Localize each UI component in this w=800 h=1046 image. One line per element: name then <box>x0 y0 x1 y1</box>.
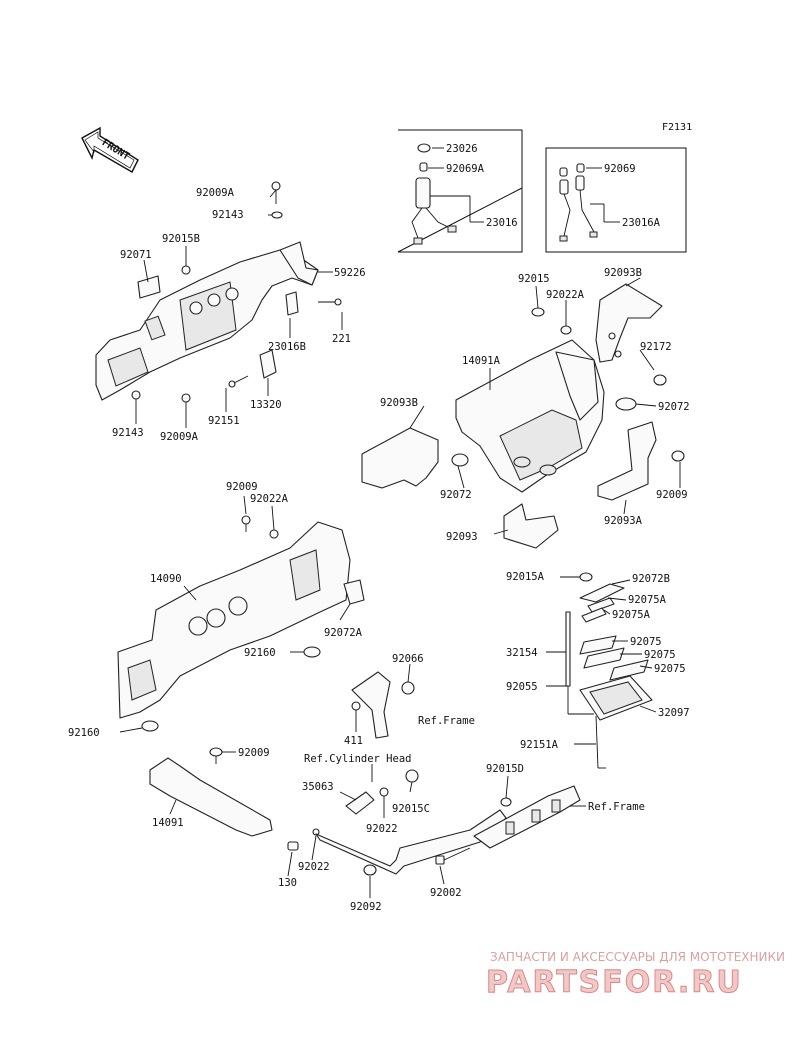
label-92093B-right: 92093B <box>604 267 642 279</box>
leaders-right-lower <box>546 576 657 745</box>
label-92009A-bot: 92009A <box>160 431 199 443</box>
label-23016A: 23016A <box>622 217 661 229</box>
label-411: 411 <box>344 735 363 747</box>
label-92015B: 92015B <box>162 233 200 245</box>
label-35063: 35063 <box>302 781 334 793</box>
small-fasteners-top-left <box>131 181 342 410</box>
label-221: 221 <box>332 333 351 345</box>
label-92075A-1: 92075A <box>628 594 667 606</box>
label-92160-b: 92160 <box>68 727 100 739</box>
leaders-bottom-center <box>287 764 586 898</box>
label-92093B-left: 92093B <box>380 397 418 409</box>
label-13320: 13320 <box>250 399 282 411</box>
watermark-subtitle: ЗАПЧАСТИ И АКСЕССУАРЫ ДЛЯ МОТОТЕХНИКИ <box>490 950 785 964</box>
label-23016: 23016 <box>486 217 518 229</box>
label-92075-2: 92075 <box>644 649 676 661</box>
leaders-right-middle <box>409 277 681 535</box>
label-92075-3: 92075 <box>654 663 686 675</box>
label-92093A: 92093A <box>604 515 643 527</box>
front-arrow-icon: FRONT <box>81 126 139 173</box>
battery-holder-assembly <box>565 572 653 769</box>
label-92172: 92172 <box>640 341 672 353</box>
label-92072-right: 92072 <box>658 401 690 413</box>
label-59226: 59226 <box>334 267 366 279</box>
label-92151A: 92151A <box>520 739 559 751</box>
side-panel-14090 <box>117 521 365 719</box>
clips-right <box>451 307 685 467</box>
label-92002: 92002 <box>430 887 462 899</box>
label-92075-1: 92075 <box>630 636 662 648</box>
label-23026: 23026 <box>446 143 478 155</box>
figure-code: F2131 <box>662 122 692 133</box>
label-92015A: 92015A <box>506 571 545 583</box>
label-92022-a: 92022 <box>366 823 398 835</box>
label-92072B: 92072B <box>632 573 670 585</box>
mount-rod-assembly <box>287 769 581 876</box>
floor-tray-14091A <box>455 339 605 493</box>
label-92022A-middle: 92022A <box>250 493 289 505</box>
bracket-92093B-right <box>595 283 663 363</box>
label-92015: 92015 <box>518 273 550 285</box>
inset-box-23016A <box>545 147 687 253</box>
leaders-middle-left <box>119 495 351 733</box>
frame-reference-bracket <box>351 663 415 739</box>
label-14091: 14091 <box>152 817 184 829</box>
label-14090: 14090 <box>150 573 182 585</box>
undercover-14091 <box>149 747 273 837</box>
label-92009-middle: 92009 <box>226 481 258 493</box>
bracket-92093B-left <box>361 427 439 489</box>
label-92055: 92055 <box>506 681 538 693</box>
label-92015D: 92015D <box>486 763 524 775</box>
bracket-92093 <box>503 503 559 549</box>
watermark-logo: ЗАПЧАСТИ И АКСЕССУАРЫ ДЛЯ МОТОТЕХНИКИ PA… <box>486 950 786 1001</box>
label-92092: 92092 <box>350 901 382 913</box>
label-92015C: 92015C <box>392 803 430 815</box>
label-92093: 92093 <box>446 531 478 543</box>
label-92009-right: 92009 <box>656 489 688 501</box>
label-92160-a: 92160 <box>244 647 276 659</box>
bracket-92093A <box>597 421 657 501</box>
label-92069: 92069 <box>604 163 636 175</box>
label-92072-middle: 92072 <box>440 489 472 501</box>
label-92143-top: 92143 <box>212 209 244 221</box>
label-ref-frame-2: Ref.Frame <box>588 801 645 813</box>
label-32097: 32097 <box>658 707 690 719</box>
label-130: 130 <box>278 877 297 889</box>
label-92072A: 92072A <box>324 627 363 639</box>
label-92069A: 92069A <box>446 163 485 175</box>
label-92071: 92071 <box>120 249 152 261</box>
label-92009-bottom: 92009 <box>238 747 270 759</box>
label-23016B: 23016B <box>268 341 306 353</box>
label-32154: 32154 <box>506 647 538 659</box>
fasteners-middle-left <box>141 515 321 732</box>
watermark-brand: PARTSFOR.RU <box>486 965 743 1000</box>
label-ref-frame-1: Ref.Frame <box>418 715 475 727</box>
leaders-top-left <box>135 189 343 428</box>
label-92022-b: 92022 <box>298 861 330 873</box>
label-ref-cylinder-head: Ref.Cylinder Head <box>304 753 411 765</box>
label-14091A: 14091A <box>462 355 501 367</box>
dashboard-cover-panel <box>95 241 319 401</box>
label-92143-bot: 92143 <box>112 427 144 439</box>
label-92075A-2: 92075A <box>612 609 651 621</box>
label-92066: 92066 <box>392 653 424 665</box>
label-92009A-top: 92009A <box>196 187 235 199</box>
inset-box-23016 <box>397 129 523 253</box>
label-92151: 92151 <box>208 415 240 427</box>
label-92022A-right: 92022A <box>546 289 585 301</box>
